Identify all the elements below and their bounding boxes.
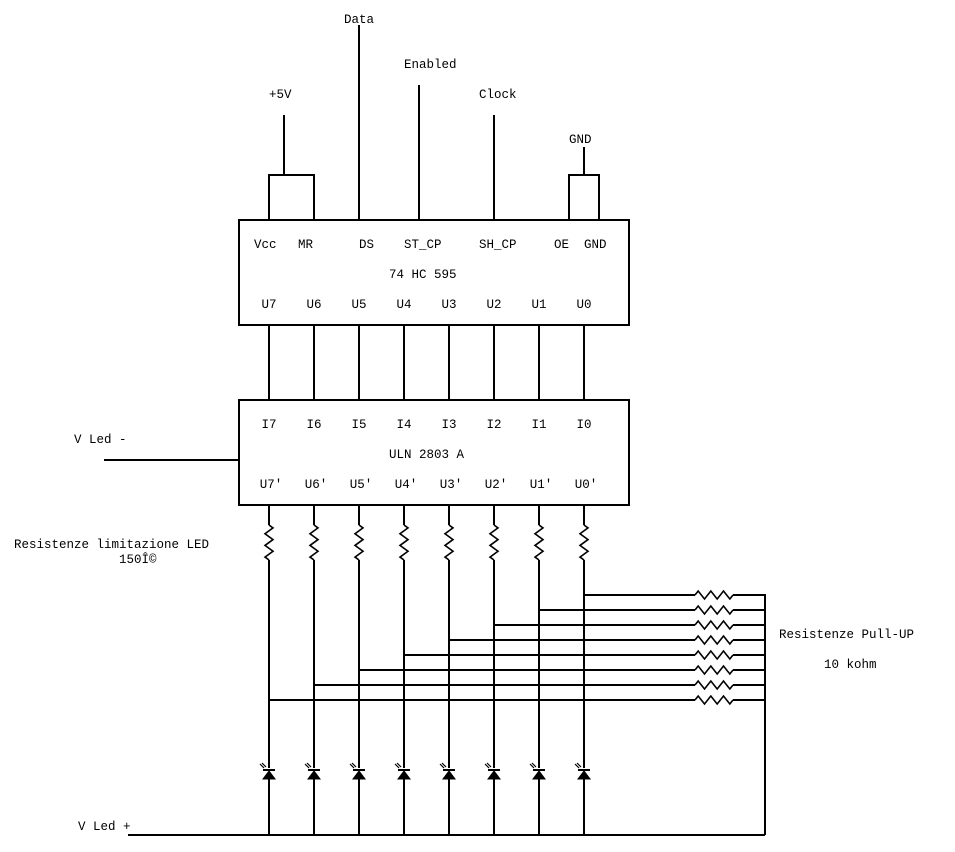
pin-label-oe: OE <box>554 238 569 252</box>
led-icon <box>484 762 501 780</box>
pullup-resistor-icon <box>694 694 734 706</box>
v-led-minus-label: V Led - <box>74 433 127 447</box>
pullup-resistor-icon <box>694 664 734 676</box>
top-wires <box>268 25 600 221</box>
channel-3 <box>439 505 456 835</box>
data-label: Data <box>344 13 375 27</box>
led-icon <box>529 762 546 780</box>
led-resistor-icon <box>488 524 500 561</box>
pin-label-vcc: Vcc <box>254 238 277 252</box>
driver-output-label: U4' <box>395 478 418 492</box>
pullup-resistor-7 <box>269 694 765 706</box>
led-icon <box>574 762 591 780</box>
driver-input-label: I5 <box>351 418 366 432</box>
led-icon <box>304 762 321 780</box>
led-resistor-icon <box>533 524 545 561</box>
pullup-resistor-4 <box>404 649 765 661</box>
driver-input-label: I7 <box>261 418 276 432</box>
channel-4 <box>394 505 411 835</box>
driver-input-label: I1 <box>531 418 546 432</box>
pin-label-st-cp: ST_CP <box>404 238 442 252</box>
pin-label-sh-cp: SH_CP <box>479 238 517 252</box>
power-bridge <box>268 174 315 221</box>
pullup-resistors-value: 10 kohm <box>824 658 877 672</box>
shift-register-output-label: U7 <box>261 298 276 312</box>
driver-output-label: U0' <box>575 478 598 492</box>
pullup-resistor-5 <box>359 664 765 676</box>
pullup-resistor-icon <box>694 649 734 661</box>
led-icon <box>394 762 411 780</box>
driver-input-label: I6 <box>306 418 321 432</box>
pullup-resistor-icon <box>694 619 734 631</box>
power-label: +5V <box>269 88 292 102</box>
driver-output-labels: U7' U6' U5' U4' U3' U2' U1' U0' <box>260 478 598 492</box>
clock-label: Clock <box>479 88 517 102</box>
v-led-plus-label: V Led + <box>78 820 131 834</box>
led-resistors-label: Resistenze limitazione LED <box>14 538 209 552</box>
channel-5 <box>349 505 366 835</box>
led-resistor-icon <box>578 524 590 561</box>
pullup-resistor-icon <box>694 589 734 601</box>
channel-7 <box>259 505 276 835</box>
shift-register-output-label: U1 <box>531 298 546 312</box>
ground-bridge <box>568 174 600 221</box>
pin-label-mr: MR <box>298 238 314 252</box>
led-icon <box>439 762 456 780</box>
shift-register-output-label: U0 <box>576 298 591 312</box>
pullup-resistor-icon <box>694 634 734 646</box>
driver-input-label: I3 <box>441 418 456 432</box>
driver-output-label: U5' <box>350 478 373 492</box>
shift-register-output-label: U3 <box>441 298 456 312</box>
led-channels <box>259 505 591 835</box>
driver-output-label: U7' <box>260 478 283 492</box>
driver-output-label: U1' <box>530 478 553 492</box>
channel-6 <box>304 505 321 835</box>
led-resistors-value: 150Î© <box>119 552 157 567</box>
led-icon <box>349 762 366 780</box>
inter-chip-wires <box>268 325 585 400</box>
led-icon <box>259 762 276 780</box>
shift-register-chip: Vcc MR DS ST_CP SH_CP OE GND 74 HC 595 U… <box>238 219 630 326</box>
pullup-resistor-3 <box>449 634 765 646</box>
led-resistor-icon <box>443 524 455 561</box>
driver-input-label: I4 <box>396 418 411 432</box>
enabled-label: Enabled <box>404 58 457 72</box>
pullup-resistor-icon <box>694 604 734 616</box>
ground-label: GND <box>569 133 592 147</box>
driver-chip: I7 I6 I5 I4 I3 I2 I1 I0 ULN 2803 A U7' U6' U5' U4'… <box>238 399 630 506</box>
shift-register-output-label: U2 <box>486 298 501 312</box>
pullup-resistor-6 <box>314 679 765 691</box>
pin-label-gnd: GND <box>584 238 607 252</box>
pin-label-ds: DS <box>359 238 374 252</box>
channel-1 <box>529 505 546 835</box>
shift-register-name: 74 HC 595 <box>389 268 457 282</box>
shift-register-output-label: U5 <box>351 298 366 312</box>
pullup-resistor-2 <box>494 619 765 631</box>
pullup-resistor-0 <box>584 589 765 601</box>
pullup-resistors-label: Resistenze Pull-UP <box>779 628 914 642</box>
driver-output-label: U6' <box>305 478 328 492</box>
pullup-resistor-1 <box>539 604 765 616</box>
driver-output-label: U2' <box>485 478 508 492</box>
shift-register-body <box>238 219 630 326</box>
shift-register-output-label: U4 <box>396 298 411 312</box>
led-resistor-icon <box>353 524 365 561</box>
driver-name: ULN 2803 A <box>389 448 465 462</box>
pullup-resistor-bank <box>269 589 765 706</box>
driver-body <box>238 399 630 506</box>
led-resistor-icon <box>398 524 410 561</box>
channel-2 <box>484 505 501 835</box>
shift-register-output-labels: U7 U6 U5 U4 U3 U2 U1 U0 <box>261 298 591 312</box>
led-resistor-icon <box>263 524 275 561</box>
shift-register-output-label: U6 <box>306 298 321 312</box>
pullup-resistor-icon <box>694 679 734 691</box>
driver-output-label: U3' <box>440 478 463 492</box>
led-resistor-icon <box>308 524 320 561</box>
driver-input-label: I2 <box>486 418 501 432</box>
driver-input-label: I0 <box>576 418 591 432</box>
driver-input-labels: I7 I6 I5 I4 I3 I2 I1 I0 <box>261 418 591 432</box>
